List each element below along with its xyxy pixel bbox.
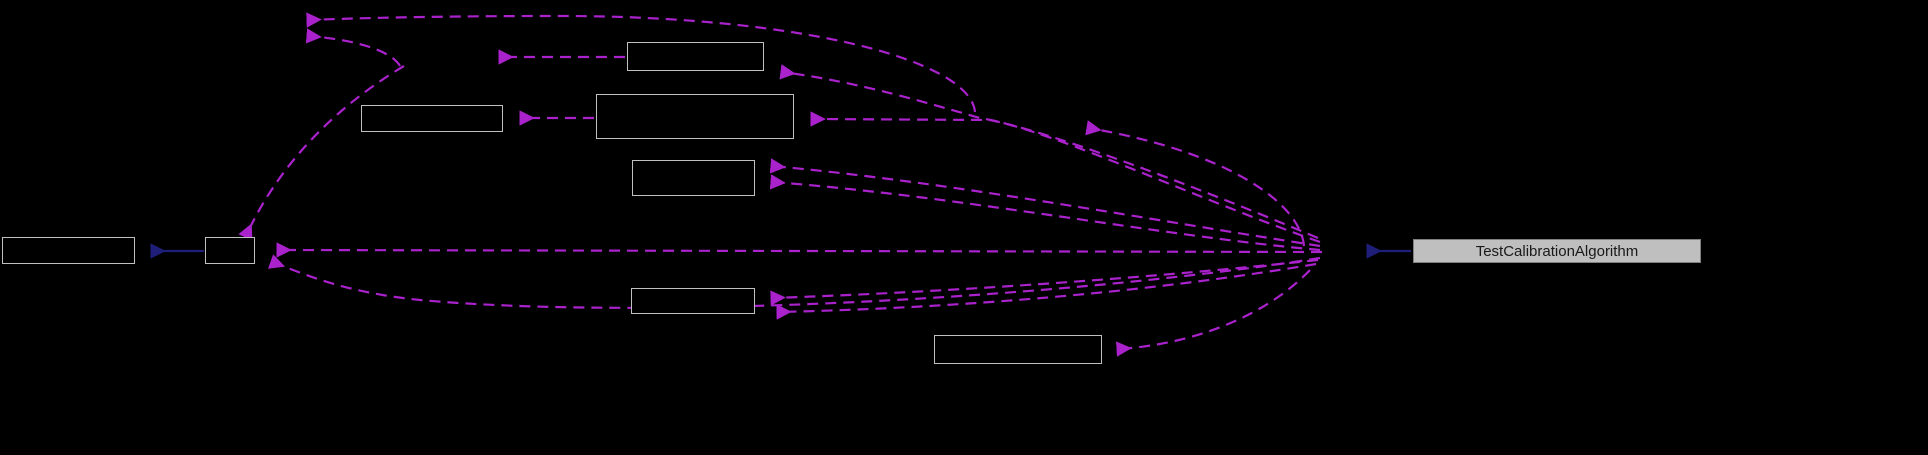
node-box-1[interactable] (2, 237, 135, 264)
node-box-4[interactable] (627, 42, 764, 71)
node-box-7[interactable] (631, 288, 755, 314)
node-label: TestCalibrationAlgorithm (1475, 243, 1639, 259)
edge-topleft-down-to-n2 (238, 65, 405, 241)
edge-hub-to-n2-lower (267, 254, 1321, 309)
node-box-2[interactable] (205, 237, 255, 264)
edge-hub-to-n6-upper (769, 158, 1321, 248)
edge-hub-to-topleft-1 (306, 12, 977, 113)
edge-hub-to-n6-lower (769, 174, 1321, 252)
edge-hub-to-n2-straight (276, 242, 1323, 258)
node-box-8[interactable] (934, 335, 1102, 364)
node-box-5[interactable] (596, 94, 794, 139)
dependency-edges (238, 12, 1323, 357)
node-box-3[interactable] (361, 105, 503, 132)
edge-hub-to-n7-upper (770, 258, 1319, 306)
node-box-6[interactable] (632, 160, 755, 196)
edge-hub-to-n8 (1115, 269, 1311, 357)
node-test-calibration-algorithm[interactable]: TestCalibrationAlgorithm (1413, 239, 1701, 263)
edge-hub-to-lone-arrowhead (1085, 120, 1306, 247)
edge-hub-to-n4 (779, 64, 1319, 240)
edge-hub-to-n5 (810, 111, 1321, 244)
edge-hub-to-topleft-2 (305, 28, 401, 67)
edge-hub-to-n7-lower (776, 262, 1317, 320)
